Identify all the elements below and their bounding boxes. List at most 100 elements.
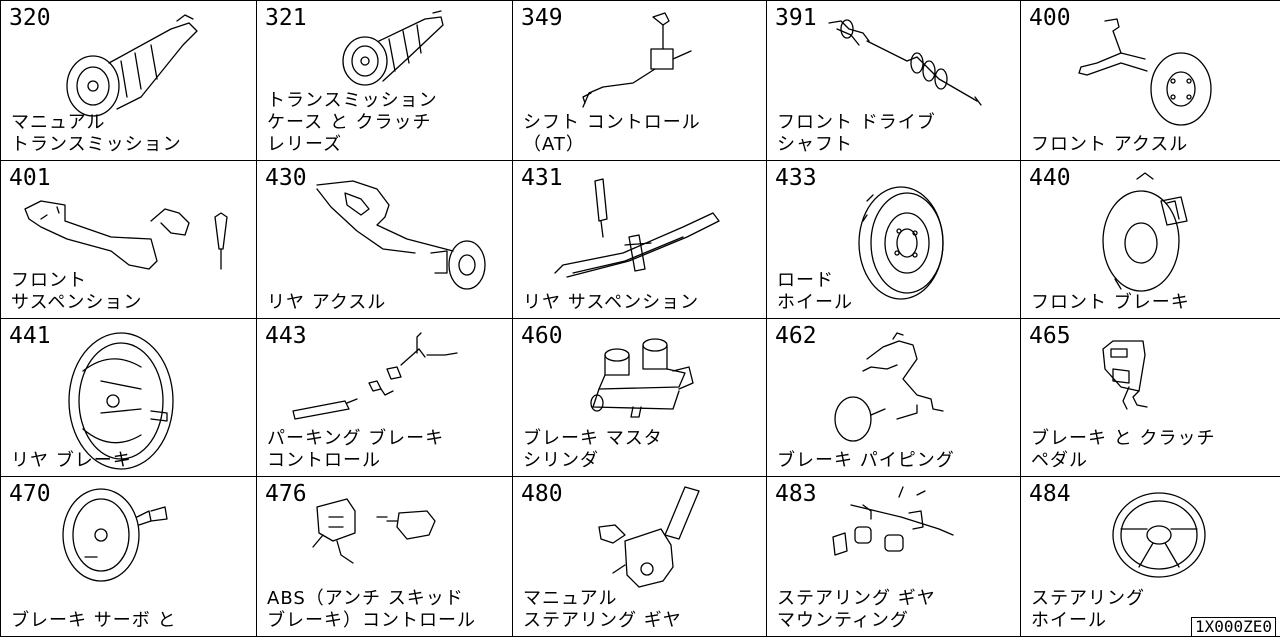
group-code: 349 [521,5,563,31]
group-label: ブレーキ マスタシリンダ [523,428,663,472]
group-label: パーキング ブレーキコントロール [267,428,444,472]
group-label-line: トランスミッション [267,90,438,111]
tire-wheel-icon [858,186,944,300]
group-label: フロント ブレーキ [1031,292,1190,314]
group-label: ステアリング ギヤマウンティング [777,588,936,632]
group-label-line: シャフト [777,134,853,155]
steering-wheel-icon [1112,492,1206,578]
parts-group-cell-440[interactable]: 440 フロント ブレーキ [1020,160,1280,319]
group-label-line: ブレーキ サーボ と [11,610,177,631]
parts-group-cell-400[interactable]: 400 フロント アクスル [1020,0,1280,161]
group-label: リヤ サスペンション [523,292,699,314]
group-label-line: ケース と クラッチ [267,112,432,133]
group-label: フロントサスペンション [11,270,142,314]
group-label-line: リヤ ブレーキ [11,450,132,471]
master-cylinder-icon [590,338,694,418]
reference-code: 1X000ZE0 [1190,617,1276,637]
group-label-line: ブレーキ）コントロール [267,610,476,631]
steering-gear-icon [598,486,700,588]
group-label: ブレーキ サーボ と [11,610,176,632]
group-label: ロードホイール [777,270,853,314]
group-label-line: フロント ブレーキ [1031,292,1190,313]
group-label-line: マニュアル [11,112,106,133]
parts-group-cell-431[interactable]: 431 リヤ サスペンション [512,160,767,319]
group-code: 484 [1029,481,1071,507]
parts-group-cell-401[interactable]: 401 フロントサスペンション [0,160,257,319]
parts-group-cell-483[interactable]: 483 ステアリング ギヤマウンティング [766,476,1021,637]
brake-piping-icon [834,332,944,442]
group-label-line: ペダル [1031,450,1088,471]
parts-group-cell-441[interactable]: 441 リヤ ブレーキ [0,318,257,477]
parts-group-cell-430[interactable]: 430 リヤ アクスル [256,160,513,319]
group-label-line: ホイール [777,292,853,313]
group-label: マニュアルステアリング ギヤ [523,588,682,632]
group-code: 433 [775,165,817,191]
group-label: リヤ アクスル [267,292,386,314]
group-label: ブレーキ と クラッチペダル [1031,428,1215,472]
parts-group-cell-349[interactable]: 349 シフト コントロール（AT） [512,0,767,161]
parts-group-cell-433[interactable]: 433 ロードホイール [766,160,1021,319]
group-label-line: フロント ドライブ [777,112,936,133]
group-code: 462 [775,323,817,349]
abs-unit-icon [312,498,436,564]
brake-servo-icon [62,488,168,582]
group-label-line: ブレーキ パイピング [777,450,955,471]
shift-control-icon [582,12,692,108]
group-label-line: ブレーキ マスタ [523,428,663,449]
parts-group-cell-391[interactable]: 391 フロント ドライブシャフト [766,0,1021,161]
group-code: 441 [9,323,51,349]
leaf-spring-icon [554,178,720,278]
front-suspension-icon [24,200,228,270]
parts-group-cell-484[interactable]: 484 ステアリングホイール [1020,476,1280,637]
group-label: フロント アクスル [1031,134,1188,156]
front-axle-icon [1078,18,1212,126]
group-label-line: ロード [777,270,834,291]
parts-group-cell-462[interactable]: 462 ブレーキ パイピング [766,318,1021,477]
group-label: ABS（アンチ スキッドブレーキ）コントロール [267,588,476,632]
group-label-line: サスペンション [11,292,143,313]
group-label: リヤ ブレーキ [11,450,132,472]
group-label-line: フロント アクスル [1031,134,1189,155]
group-code: 460 [521,323,563,349]
group-label-line: パーキング ブレーキ [267,428,445,449]
group-label-line: コントロール [267,450,381,471]
group-label-line: ホイール [1031,610,1107,631]
group-code: 391 [775,5,817,31]
group-label-line: フロント [11,270,87,291]
group-code: 401 [9,165,51,191]
group-code: 400 [1029,5,1071,31]
parts-group-cell-460[interactable]: 460 ブレーキ マスタシリンダ [512,318,767,477]
group-code: 480 [521,481,563,507]
group-label: ブレーキ パイピング [777,450,955,472]
drive-shaft-icon [828,19,982,106]
transmission-case-icon [342,10,444,86]
group-label: ステアリングホイール [1031,588,1145,632]
group-code: 320 [9,5,51,31]
group-label-line: ステアリング ギヤ [777,588,936,609]
group-label-line: トランスミッション [11,134,182,155]
group-label-line: ABS（アンチ スキッド [267,588,464,609]
group-code: 483 [775,481,817,507]
group-label-line: シリンダ [523,450,599,471]
group-label-line: ブレーキ と クラッチ [1031,428,1216,449]
parts-group-cell-321[interactable]: 321 トランスミッションケース と クラッチレリーズ [256,0,513,161]
group-label-line: レリーズ [267,134,343,155]
parts-group-cell-320[interactable]: 320 マニュアルトランスミッション [0,0,257,161]
group-label: マニュアルトランスミッション [11,112,182,156]
group-label-line: リヤ サスペンション [523,292,700,313]
drum-brake-icon [68,332,174,470]
group-code: 431 [521,165,563,191]
group-code: 321 [265,5,307,31]
group-code: 430 [265,165,307,191]
parts-group-cell-465[interactable]: 465 ブレーキ と クラッチペダル [1020,318,1280,477]
group-label-line: シフト コントロール [523,112,701,133]
parts-group-cell-480[interactable]: 480 マニュアルステアリング ギヤ [512,476,767,637]
group-code: 440 [1029,165,1071,191]
group-label-line: （AT） [523,134,585,155]
group-label-line: ステアリング [1031,588,1145,609]
group-code: 465 [1029,323,1071,349]
group-label-line: ステアリング ギヤ [523,610,682,631]
